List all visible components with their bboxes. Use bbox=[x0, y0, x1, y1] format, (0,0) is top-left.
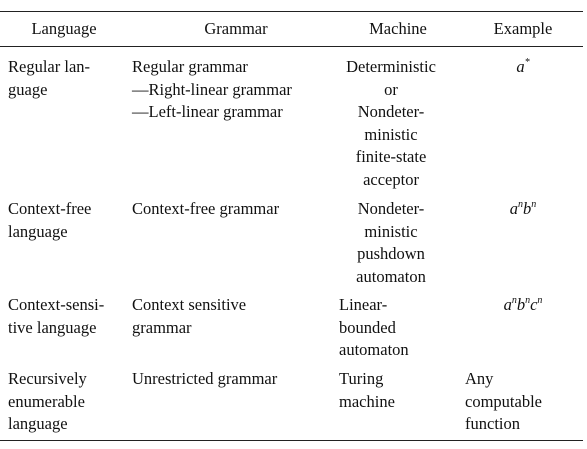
header-machine: Machine bbox=[369, 19, 427, 38]
row-1-example: a* bbox=[516, 57, 530, 76]
header-grammar: Grammar bbox=[204, 19, 268, 38]
row-4-machine: Turing machine bbox=[339, 369, 395, 411]
table-top-rule bbox=[0, 11, 583, 12]
row-4-language: Recursively enumerable language bbox=[8, 369, 87, 433]
row-3-language: Context-sensi- tive language bbox=[8, 295, 105, 337]
table-bottom-rule bbox=[0, 440, 583, 441]
row-3-grammar: Context sensitive grammar bbox=[132, 295, 247, 337]
row-1-language: Regular lan- guage bbox=[8, 57, 91, 99]
row-2-example: anbn bbox=[509, 199, 537, 218]
row-2-machine: Nondeter- ministic pushdown automaton bbox=[356, 199, 426, 286]
row-3-example: anbncn bbox=[503, 295, 543, 314]
header-language: Language bbox=[31, 19, 97, 38]
row-4-example: Any computable function bbox=[465, 369, 542, 433]
row-2-grammar: Context-free grammar bbox=[132, 199, 280, 218]
row-2-language: Context-free language bbox=[8, 199, 92, 241]
row-4-grammar: Unrestricted grammar bbox=[132, 369, 278, 388]
row-3-machine: Linear- bounded automaton bbox=[339, 295, 409, 359]
header-example: Example bbox=[493, 19, 553, 38]
row-1-machine: Deterministic or Nondeter- ministic fini… bbox=[346, 57, 436, 189]
table-header-rule bbox=[0, 46, 583, 47]
row-1-grammar: Regular grammar —Right-linear grammar —L… bbox=[132, 57, 292, 121]
